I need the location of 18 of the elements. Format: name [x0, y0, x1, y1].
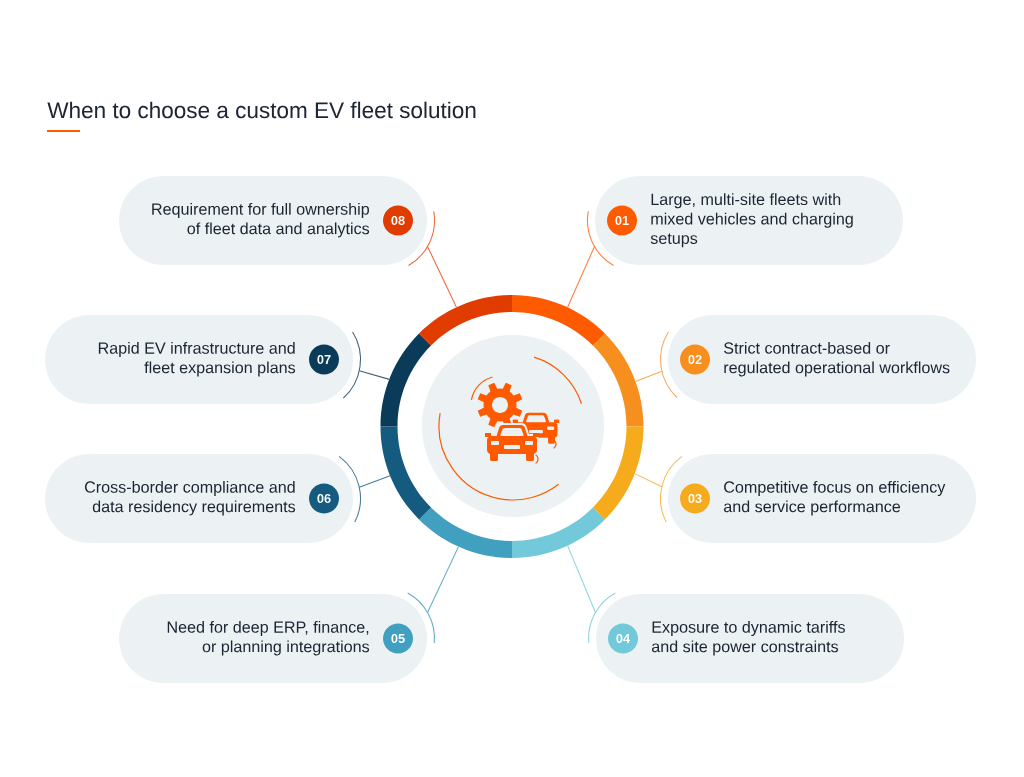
number-badge: 06	[309, 483, 339, 514]
connector-line	[634, 473, 663, 488]
connector-line	[427, 546, 460, 614]
title: When to choose a custom EV fleet solution	[47, 101, 476, 119]
connector-line	[567, 545, 596, 614]
number-badge: 08	[383, 205, 413, 236]
connector-line	[635, 370, 663, 383]
connector-line	[427, 245, 457, 308]
number-badge: 01	[607, 205, 637, 236]
connector-line	[358, 475, 391, 488]
connector-line	[567, 245, 595, 308]
number-badge: 04	[608, 623, 638, 654]
number-badge: 03	[680, 483, 710, 514]
number-badge: 05	[383, 623, 413, 654]
connector-line	[358, 370, 390, 380]
number-badge: 07	[309, 344, 339, 375]
segmented-ring	[380, 295, 644, 558]
number-badge: 02	[680, 344, 710, 375]
